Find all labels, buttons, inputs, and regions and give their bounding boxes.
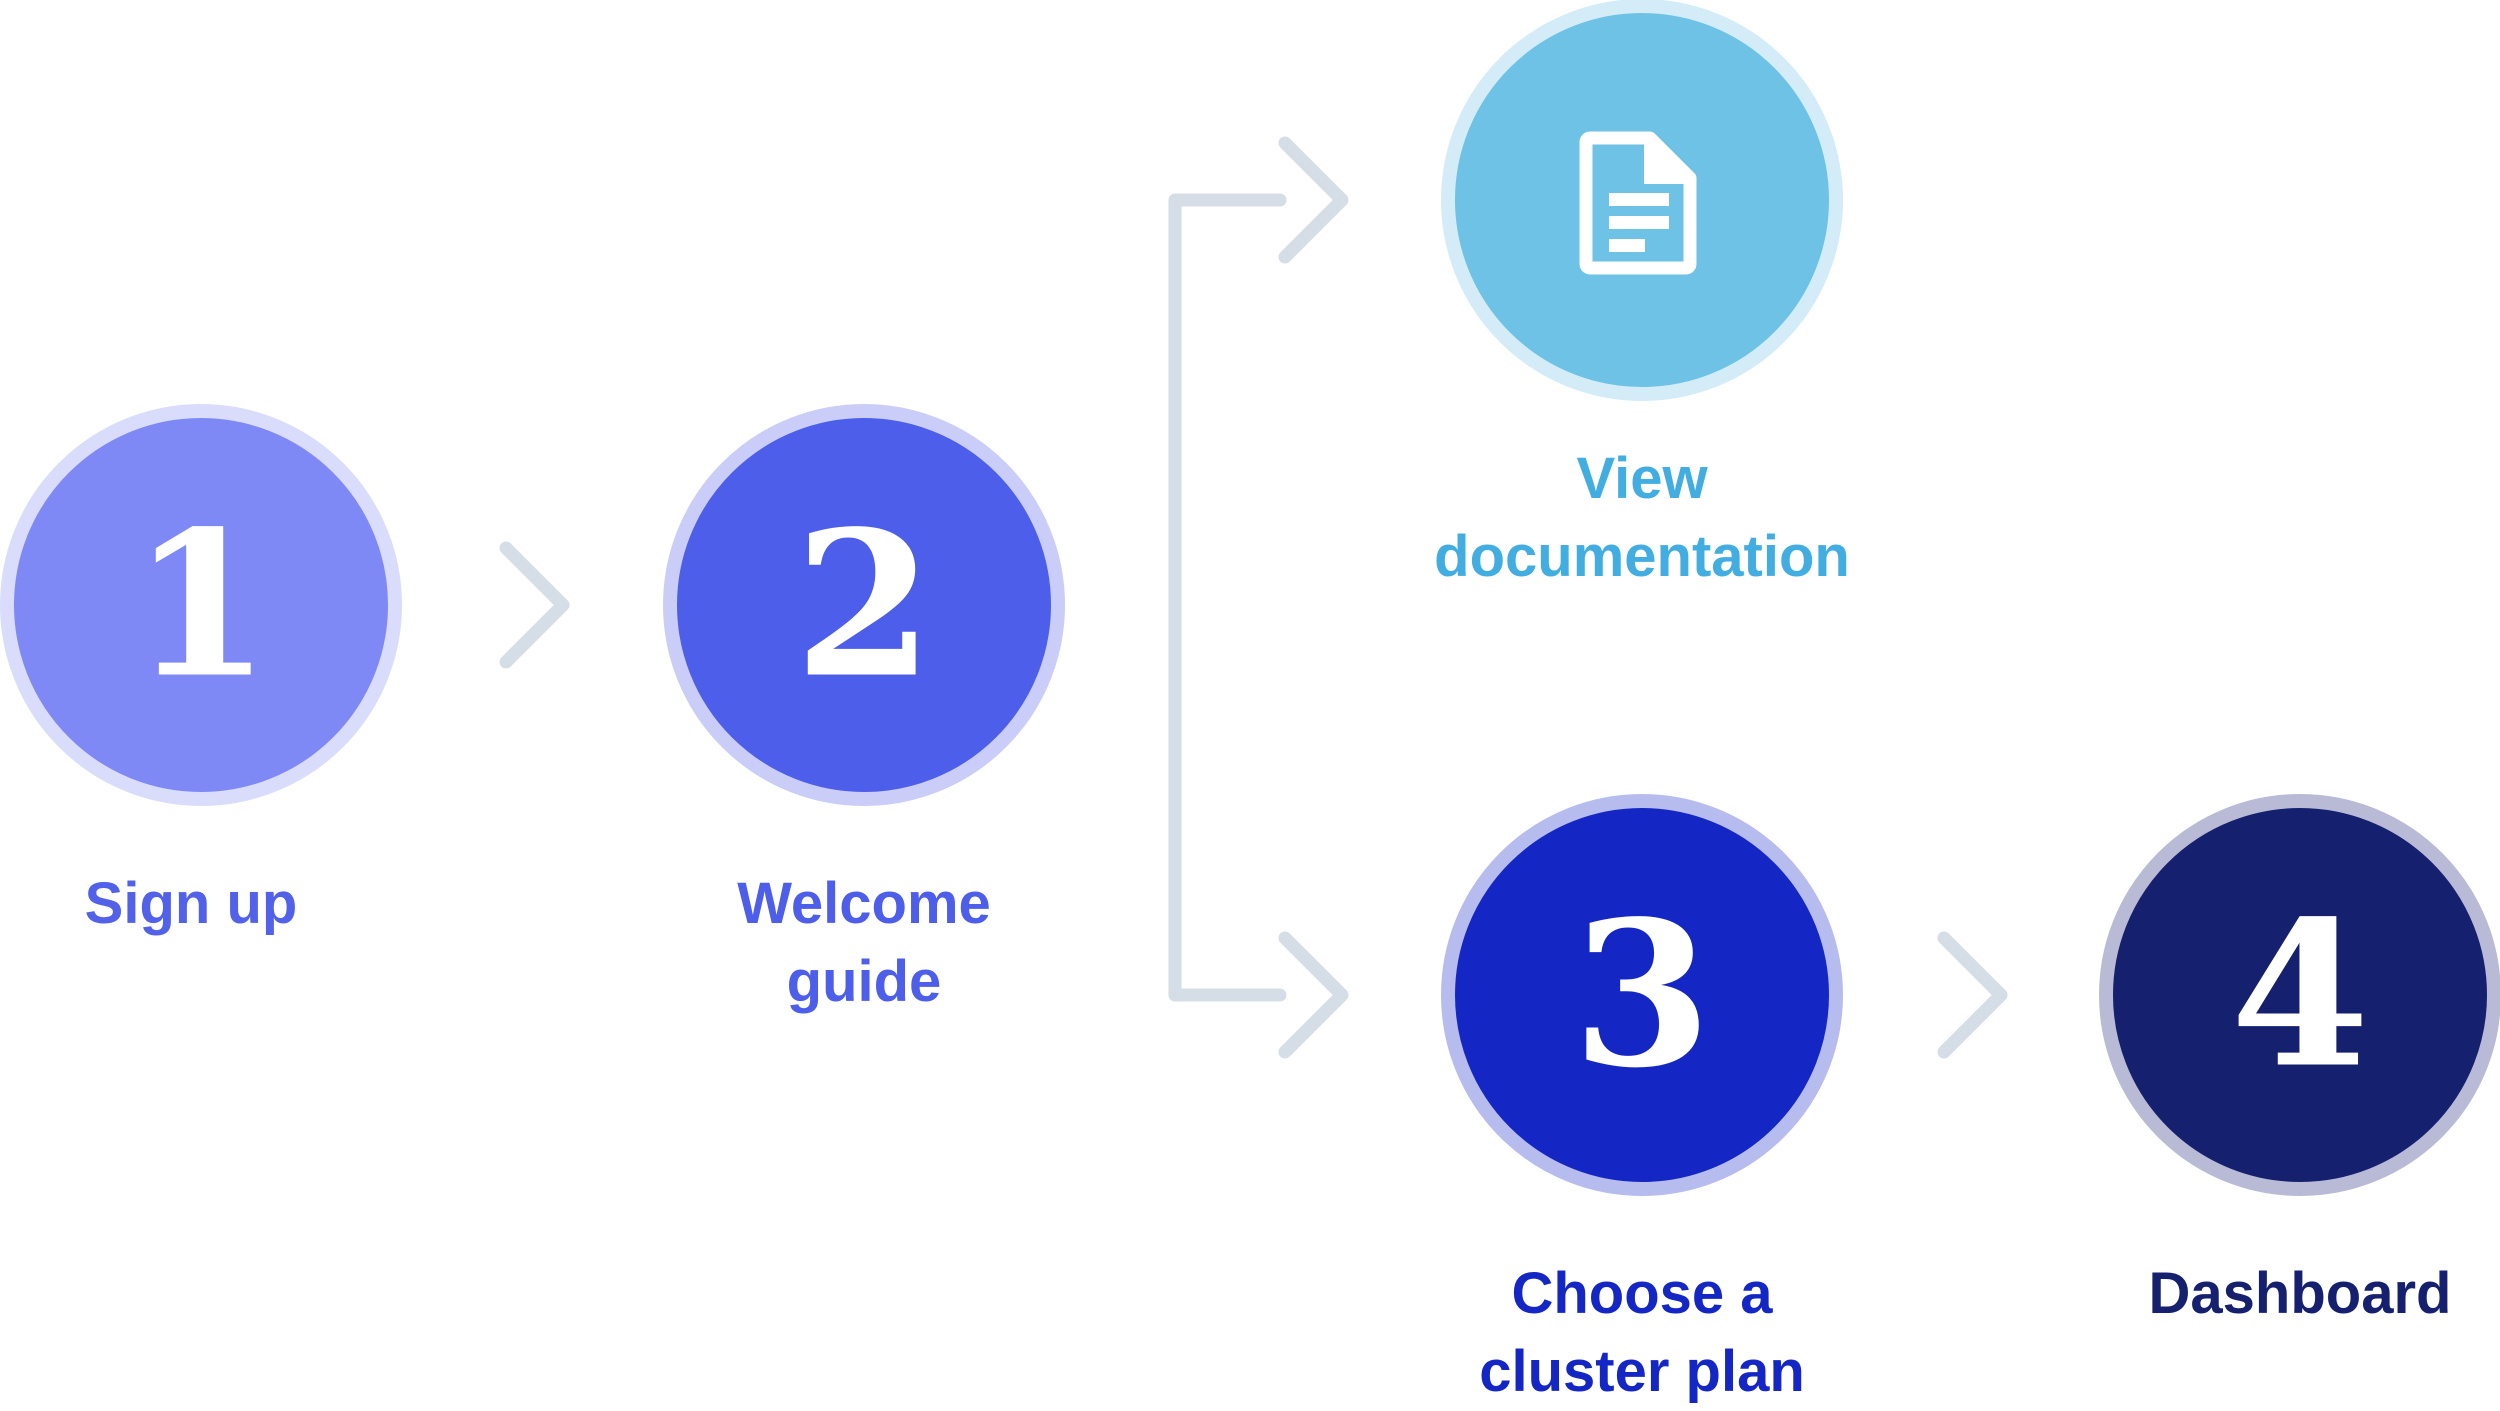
step-1-circle xyxy=(0,404,402,806)
step-2-label: Welcome guide xyxy=(664,865,1064,1021)
step-2-number: 2 xyxy=(794,488,933,723)
documentation-label: View documentation xyxy=(1392,440,1892,596)
step-4-label: Dashboard xyxy=(2100,1255,2500,1333)
step-view-documentation xyxy=(1441,0,1843,401)
step-1-number: 1 xyxy=(131,488,270,723)
step-4-circle xyxy=(2099,794,2500,1196)
arrow-1-to-2 xyxy=(499,541,570,669)
step-3-label: Choose a cluster plan xyxy=(1417,1255,1867,1411)
step-dashboard: 4 xyxy=(2099,794,2500,1196)
step-choose-cluster-plan: 3 xyxy=(1441,794,1843,1196)
arrow-3-to-4 xyxy=(1937,931,2008,1059)
step-welcome-guide: 2 xyxy=(663,404,1065,806)
arrow-to-cluster-plan xyxy=(1278,931,1349,1059)
step-3-number: 3 xyxy=(1572,878,1711,1113)
step-2-label-line-1: Welcome xyxy=(737,871,991,936)
step-1-label-line-1: Sign up xyxy=(84,871,298,936)
step-4-label-line-1: Dashboard xyxy=(2148,1261,2452,1326)
documentation-label-line-2: documentation xyxy=(1434,524,1850,589)
step-2-label-line-2: guide xyxy=(786,949,942,1014)
step-2-circle xyxy=(663,404,1065,806)
documentation-label-line-1: View xyxy=(1576,446,1708,511)
step-3-circle xyxy=(1441,794,1843,1196)
step-1-label: Sign up xyxy=(41,865,341,943)
step-sign-up: 1 xyxy=(0,404,402,806)
connectors xyxy=(499,136,2008,1059)
document-icon xyxy=(1579,131,1697,275)
branch-connector xyxy=(1168,193,1287,1002)
arrow-to-documentation xyxy=(1278,136,1349,264)
step-3-label-line-2: cluster plan xyxy=(1479,1339,1805,1404)
step-3-label-line-1: Choose a xyxy=(1511,1261,1773,1326)
step-4-number: 4 xyxy=(2230,878,2369,1113)
